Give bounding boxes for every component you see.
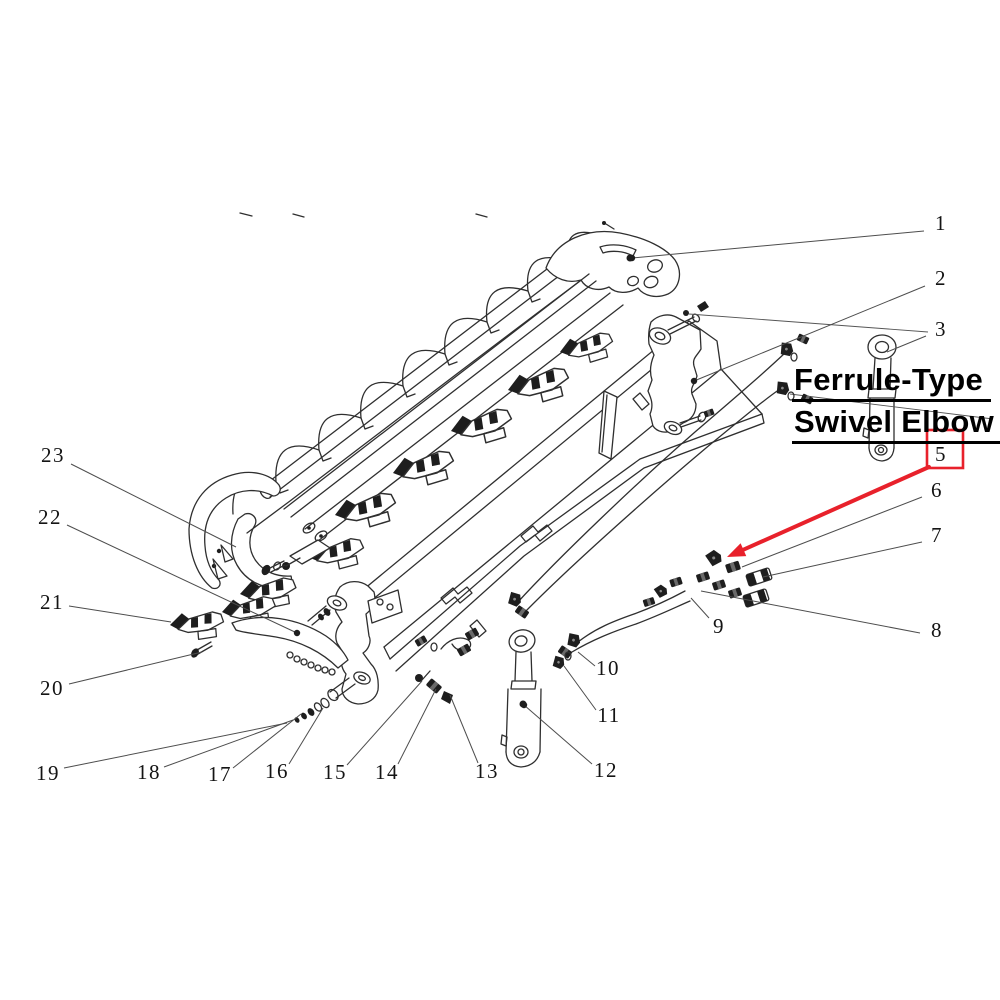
- leader-line-3: [886, 335, 927, 353]
- leader-line-14: [397, 688, 437, 765]
- callout-13: 13: [475, 759, 499, 783]
- callout-21: 21: [40, 590, 64, 614]
- leader-line-21: [68, 605, 172, 623]
- leader-line-12: [523, 704, 593, 765]
- callout-5: 5: [935, 442, 947, 466]
- highlight-box: [925, 428, 965, 470]
- callout-9: 9: [713, 614, 725, 638]
- leader-line-10: [577, 651, 596, 667]
- callout-7: 7: [931, 523, 943, 547]
- hydraulic-cylinder-top: [862, 334, 897, 462]
- rake-body: [188, 212, 765, 672]
- leader-line-23: [70, 463, 237, 548]
- callout-1: 1: [935, 211, 947, 235]
- leader-line-18: [163, 719, 294, 768]
- leader-line-2: [693, 285, 926, 382]
- leader-line-16: [288, 707, 324, 765]
- fittings-cluster: [504, 333, 814, 672]
- callout-23: 23: [41, 443, 65, 467]
- grapple-arm: [191, 539, 403, 723]
- part-annotation: Ferrule-Type Swivel Elbow: [792, 362, 1000, 446]
- callout-20: 20: [40, 676, 64, 700]
- leader-dot-1: [628, 254, 636, 262]
- small-parts: [414, 627, 480, 704]
- leader-line-20: [68, 651, 203, 685]
- annotation-line-2: Swivel Elbow: [792, 404, 1000, 444]
- leader-line-22: [66, 524, 298, 634]
- callout-17: 17: [208, 762, 232, 786]
- highlight-layer: 5: [727, 428, 965, 557]
- hoses: [516, 313, 994, 653]
- leader-line-15: [346, 680, 423, 766]
- callout-22: 22: [38, 505, 62, 529]
- callout-10: 10: [596, 656, 620, 680]
- callout-3: 3: [935, 317, 947, 341]
- callout-16: 16: [265, 759, 289, 783]
- highlight-arrow-shaft: [741, 465, 931, 552]
- leader-line-8: [700, 590, 921, 634]
- leader-line-13: [449, 694, 479, 764]
- callout-19: 19: [36, 761, 60, 785]
- callout-14: 14: [375, 760, 399, 784]
- callout-18: 18: [137, 760, 161, 784]
- leader-line-7: [762, 541, 923, 578]
- leader-line-9: [690, 597, 710, 619]
- leader-line-17: [232, 713, 302, 769]
- leader-line-6: [741, 496, 923, 568]
- callout-6: 6: [931, 478, 943, 502]
- leader-line-1: [631, 230, 925, 259]
- highlight-arrowhead: [727, 543, 747, 557]
- callout-2: 2: [935, 266, 947, 290]
- leader-line-11: [563, 665, 597, 711]
- annotation-line-1: Ferrule-Type: [792, 362, 992, 402]
- callout-8: 8: [931, 618, 943, 642]
- leader-dot-22: [293, 629, 301, 637]
- callout-12: 12: [594, 758, 618, 782]
- callout-11: 11: [597, 703, 620, 727]
- leader-dot-2: [690, 377, 698, 385]
- callout-15: 15: [323, 760, 347, 784]
- leader-dot-12: [520, 701, 528, 709]
- hydraulic-cylinder-bottom: [500, 629, 542, 768]
- right-mount-plate: [647, 301, 715, 436]
- leader-line-19: [63, 722, 288, 769]
